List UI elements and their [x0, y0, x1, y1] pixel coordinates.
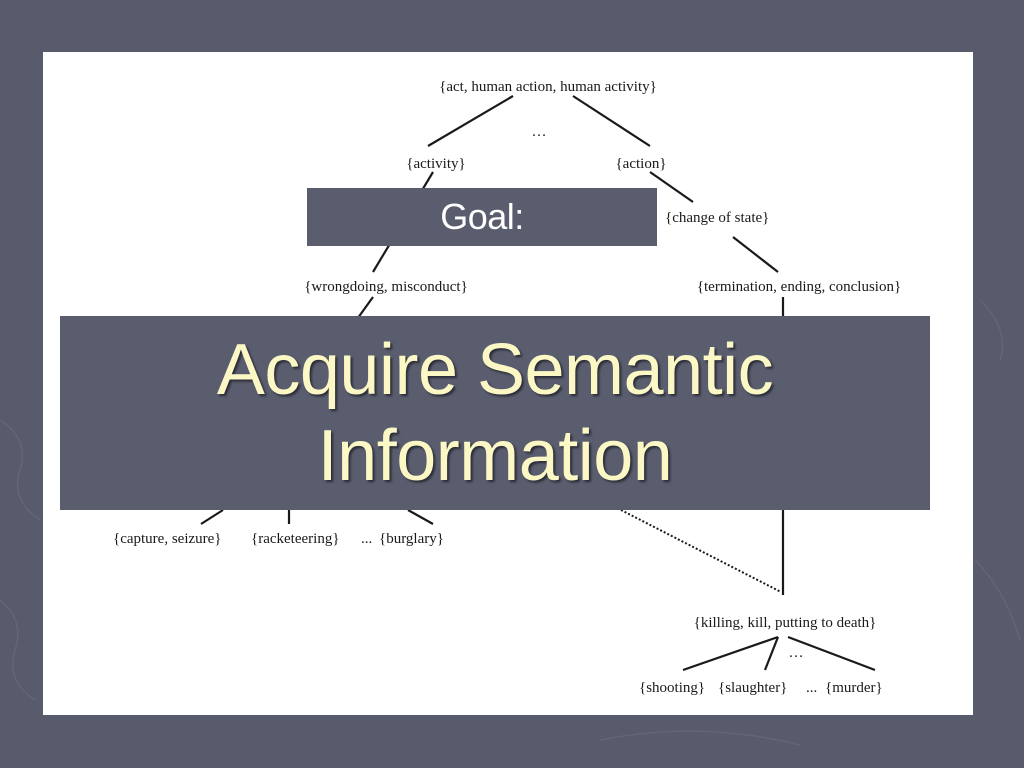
edge-killing-slaughter — [763, 636, 780, 671]
goal-label: Goal: — [440, 196, 524, 237]
node-murder: {murder} — [825, 680, 883, 696]
edge-change-termination — [732, 236, 779, 273]
node-root: {act, human action, human activity} — [439, 79, 657, 95]
node-change-of-state: {change of state} — [665, 210, 769, 226]
edge-killing-murder — [787, 635, 876, 672]
node-wrongdoing: {wrongdoing, misconduct} — [304, 279, 468, 295]
node-leaf-ellipsis-1: ... — [361, 531, 372, 547]
edge-killing-shooting — [682, 635, 779, 672]
node-root-ellipsis: … — [532, 124, 547, 140]
node-activity: {activity} — [406, 156, 465, 172]
edge-to-capture — [200, 509, 224, 525]
semantic-hierarchy-diagram: {act, human action, human activity} … {a… — [113, 79, 901, 696]
edge-root-activity — [427, 95, 514, 147]
edge-root-action — [572, 95, 651, 147]
node-leaf-ellipsis-2: ... — [806, 680, 817, 696]
node-action: {action} — [615, 156, 666, 172]
slide-title-line-2: Information — [317, 416, 673, 496]
edge-dotted-to-killing — [620, 509, 782, 593]
node-killing-ellipsis: … — [789, 645, 804, 661]
node-racketeering: {racketeering} — [251, 531, 340, 547]
slide-title-box: Acquire Semantic Information — [60, 316, 930, 510]
node-killing: {killing, kill, putting to death} — [694, 615, 877, 631]
node-burglary: {burglary} — [379, 531, 444, 547]
node-capture: {capture, seizure} — [113, 531, 222, 547]
slide-title-line-1: Acquire Semantic — [216, 330, 774, 410]
edge-action-change — [649, 171, 694, 203]
node-shooting: {shooting} — [639, 680, 705, 696]
node-slaughter: {slaughter} — [718, 680, 787, 696]
edge-to-burglary — [407, 509, 434, 525]
goal-label-box: Goal: — [307, 188, 657, 246]
node-termination: {termination, ending, conclusion} — [697, 279, 901, 295]
